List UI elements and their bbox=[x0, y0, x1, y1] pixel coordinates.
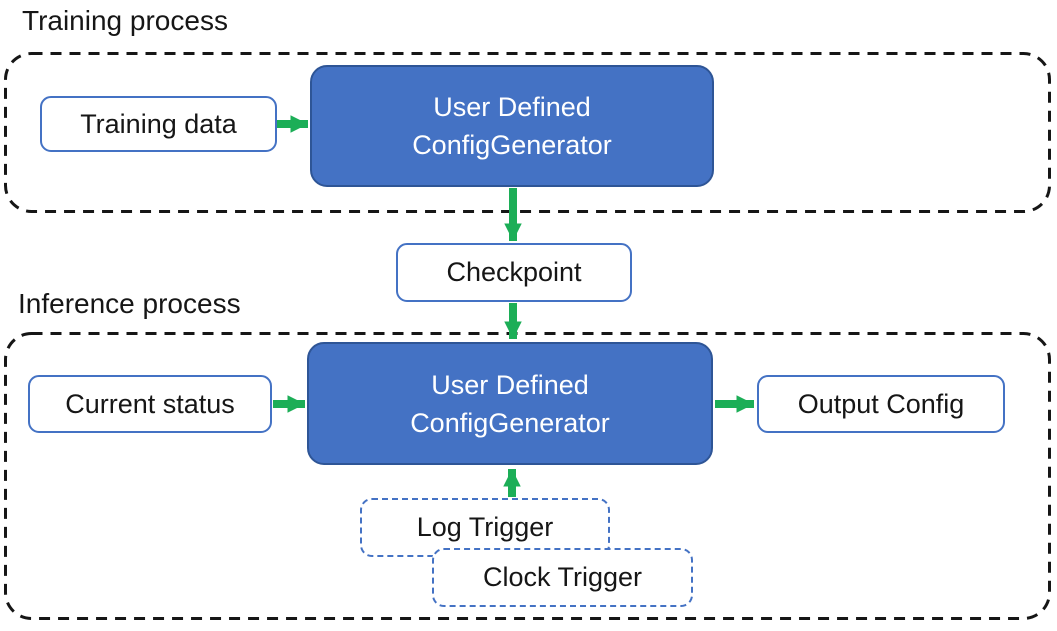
training-config-generator-box: User Defined ConfigGenerator bbox=[310, 65, 714, 187]
clock-trigger-box: Clock Trigger bbox=[432, 548, 693, 607]
inference-process-container bbox=[4, 332, 1051, 620]
training-config-generator-label: User Defined ConfigGenerator bbox=[412, 92, 612, 160]
checkpoint-label: Checkpoint bbox=[446, 257, 582, 287]
output-config-label: Output Config bbox=[797, 388, 965, 419]
inference-config-generator-box: User Defined ConfigGenerator bbox=[307, 342, 713, 465]
training-data-label: Training data bbox=[80, 108, 237, 139]
log-trigger-box: Log Trigger bbox=[360, 498, 610, 557]
inference-config-generator-label: User Defined ConfigGenerator bbox=[410, 369, 610, 438]
checkpoint-box: Checkpoint bbox=[396, 243, 632, 302]
training-process-container bbox=[4, 52, 1051, 213]
log-trigger-label: Log Trigger bbox=[416, 512, 554, 542]
clock-trigger-label: Clock Trigger bbox=[482, 562, 643, 592]
training-process-title: Training process bbox=[22, 5, 228, 36]
output-config-box: Output Config bbox=[757, 375, 1005, 433]
inference-process-title: Inference process bbox=[18, 288, 241, 319]
current-status-label: Current status bbox=[65, 388, 235, 419]
current-status-box: Current status bbox=[28, 375, 272, 433]
training-data-box: Training data bbox=[40, 96, 277, 152]
